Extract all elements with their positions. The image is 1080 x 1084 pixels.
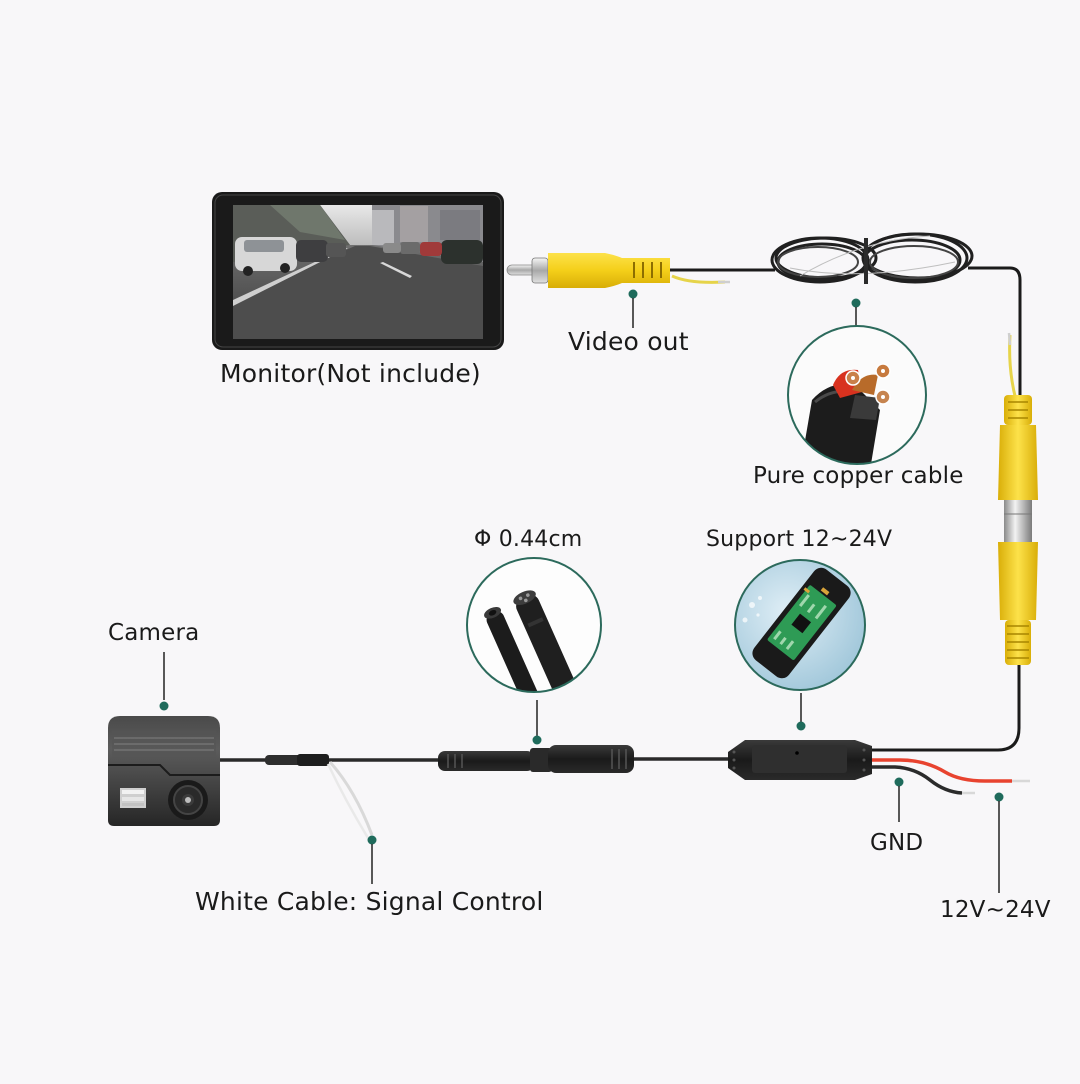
support-voltage-label: Support 12~24V bbox=[706, 527, 893, 552]
power-voltage-label: 12V~24V bbox=[940, 897, 1051, 923]
monitor-screen bbox=[233, 205, 483, 339]
video-out-pointer bbox=[628, 289, 638, 328]
white-cable-label: White Cable: Signal Control bbox=[195, 887, 544, 916]
white-cable-pointer bbox=[367, 835, 377, 884]
white-signal-wire bbox=[326, 761, 374, 839]
cable-to-coupler bbox=[968, 266, 1022, 395]
rca-video-out-connector bbox=[506, 253, 775, 288]
copper-cable-pointer bbox=[851, 298, 861, 327]
monitor-label: Monitor(Not include) bbox=[220, 359, 481, 388]
diameter-pointer bbox=[532, 700, 542, 745]
copper-cable-label: Pure copper cable bbox=[753, 463, 964, 489]
power-pointer bbox=[994, 792, 1004, 893]
gnd-pointer bbox=[894, 777, 904, 822]
gnd-label: GND bbox=[870, 830, 924, 856]
power-module-detail-circle bbox=[734, 559, 866, 691]
connector-detail-circle bbox=[466, 557, 602, 693]
rca-coupler bbox=[872, 332, 1038, 752]
wire-gnd-black bbox=[872, 765, 975, 795]
camera-pointer-dot bbox=[159, 701, 169, 711]
power-module bbox=[728, 740, 872, 780]
camera bbox=[108, 652, 220, 826]
main-cable bbox=[220, 754, 728, 766]
camera-label: Camera bbox=[108, 620, 200, 646]
copper-cable-detail-circle bbox=[787, 325, 927, 465]
support-voltage-pointer bbox=[796, 693, 806, 731]
diameter-label: Φ 0.44cm bbox=[474, 527, 583, 552]
cable-coil bbox=[770, 232, 1022, 395]
connector-4pin bbox=[438, 745, 634, 773]
wire-power-red bbox=[872, 758, 1030, 783]
video-out-label: Video out bbox=[568, 327, 689, 356]
monitor bbox=[212, 192, 504, 350]
